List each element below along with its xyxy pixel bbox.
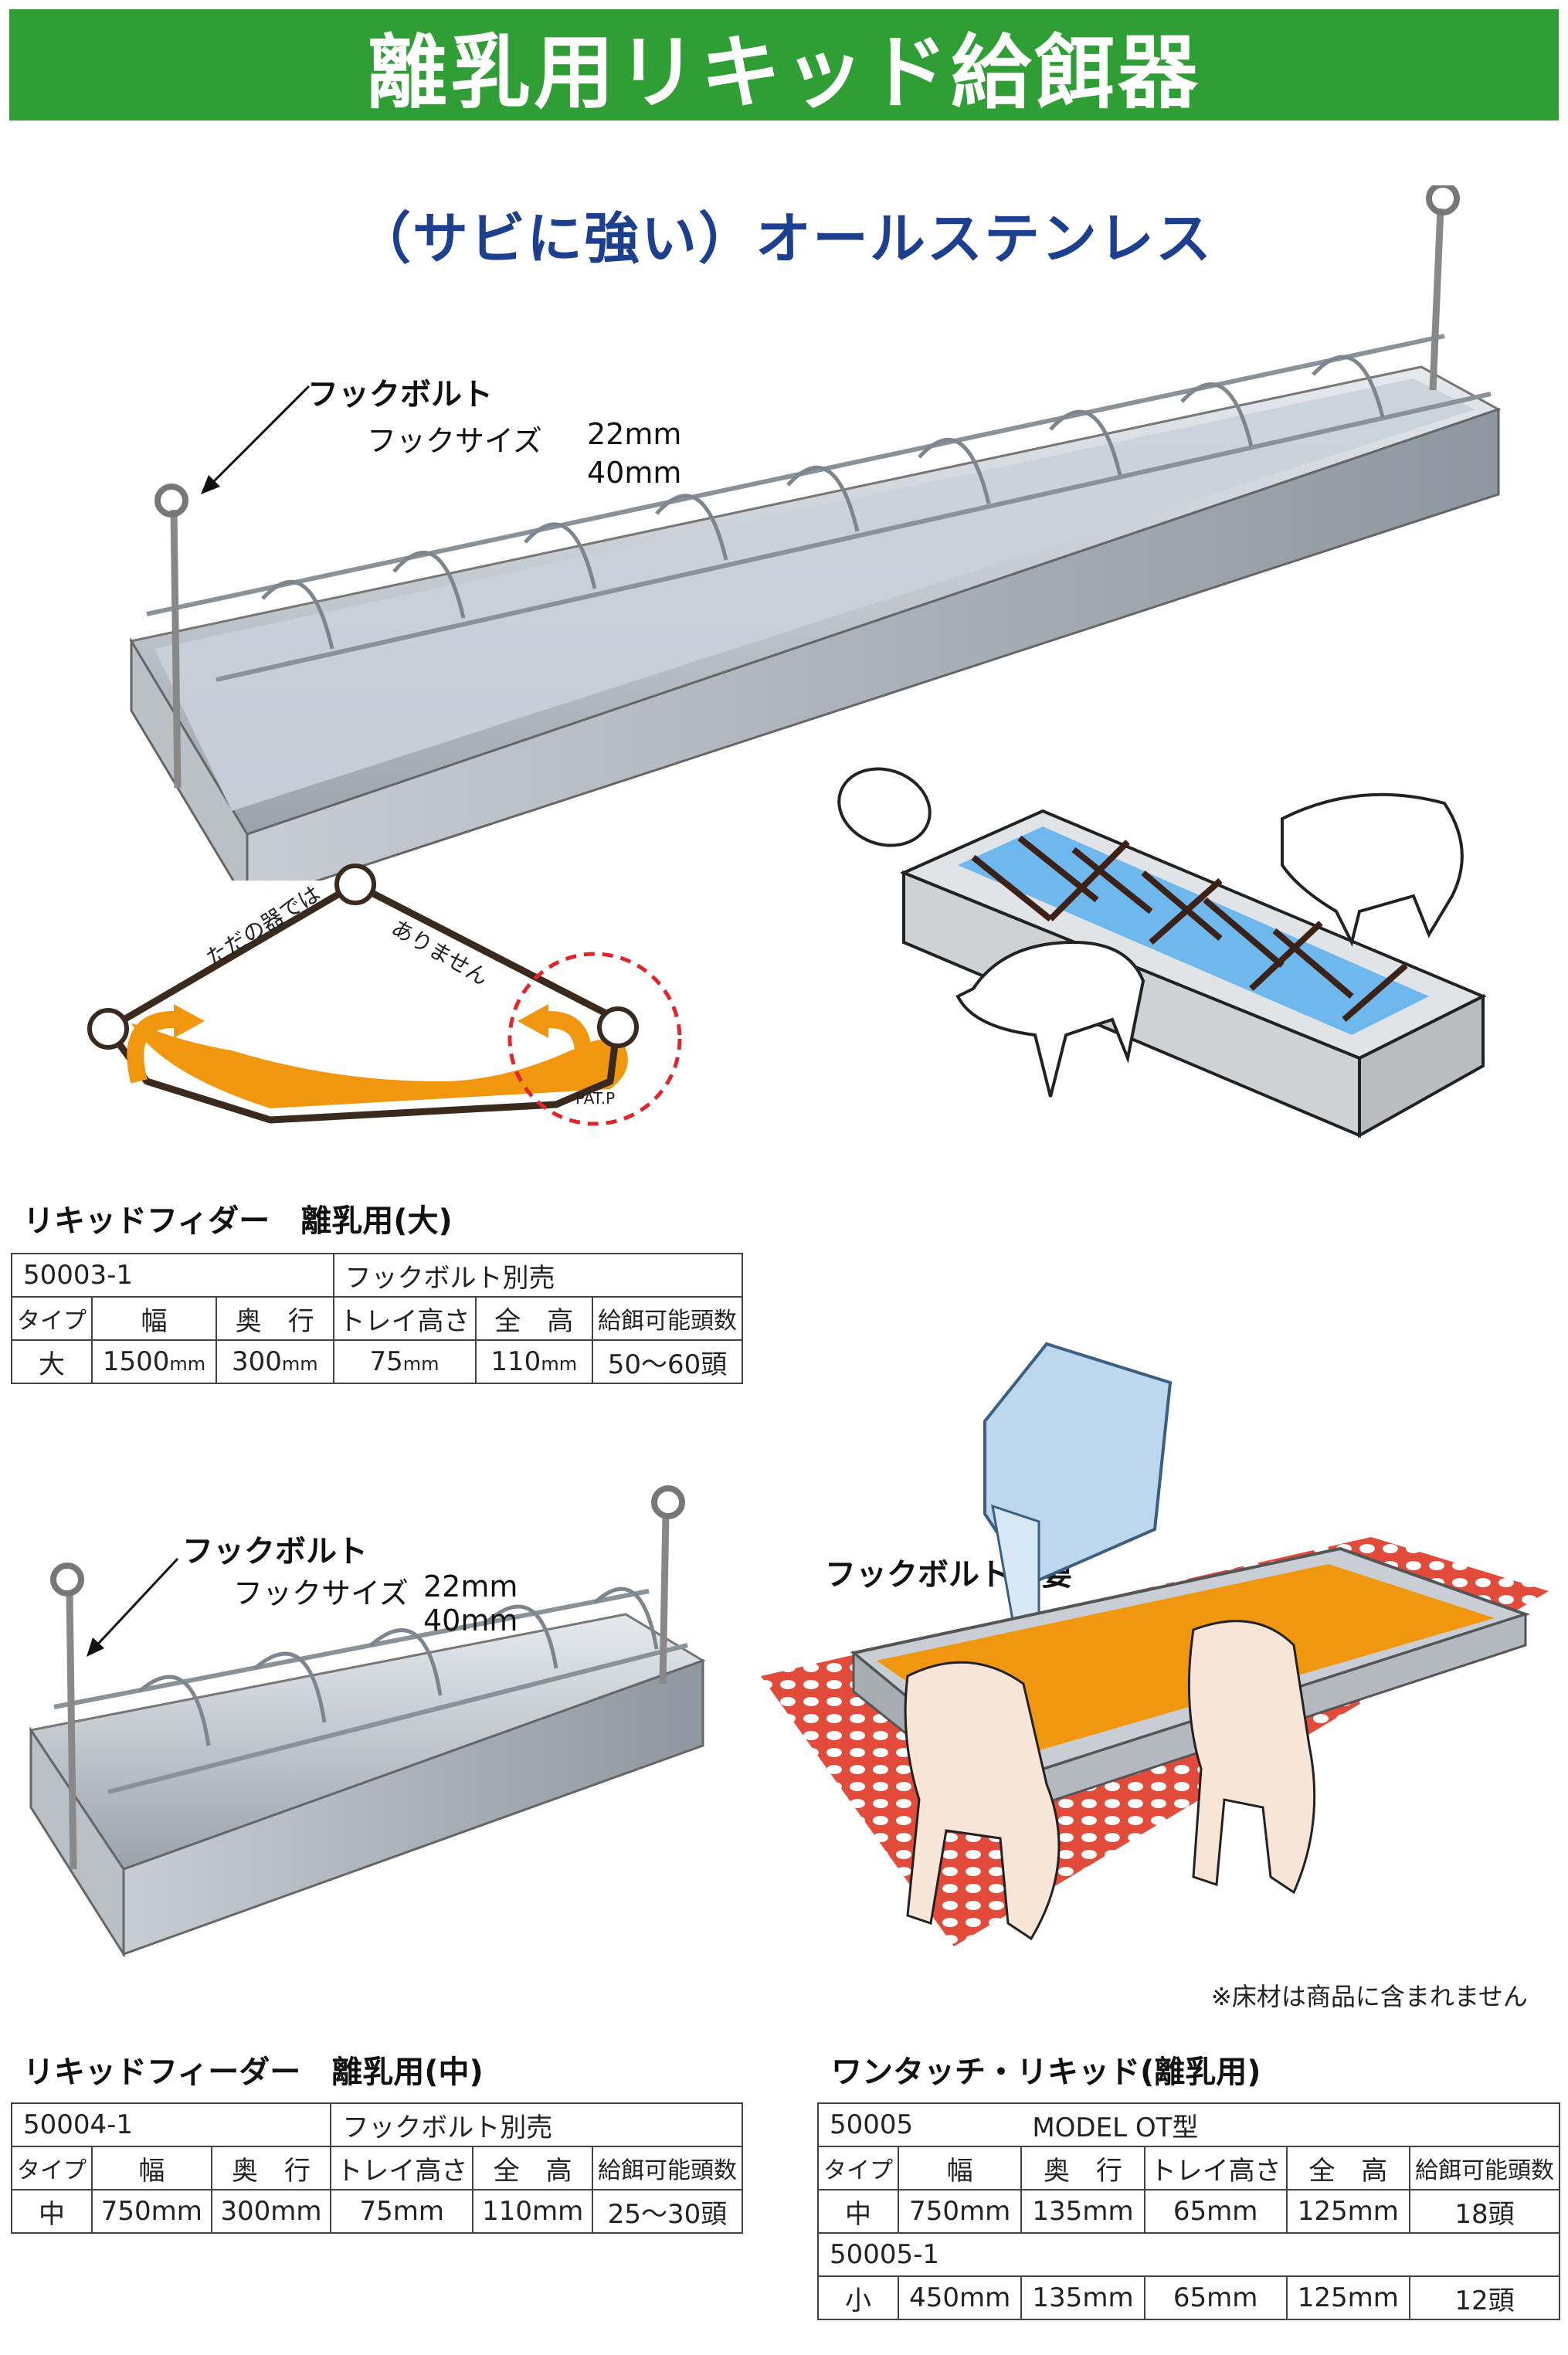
table-cell: 65mm (1143, 2189, 1288, 2234)
table-header: 全 高 (472, 2146, 593, 2190)
cross-section-diagram (87, 864, 682, 1126)
hook-size-label: フックサイズ (367, 424, 542, 458)
table-cell: 125mm (1285, 2189, 1410, 2234)
hook-bolt-arrow (201, 385, 311, 494)
table-row: 50005-1 (817, 2232, 1560, 2277)
table-cell: 75mm (330, 2189, 474, 2234)
table-header: 給餌可能頭数 (591, 1296, 744, 1341)
product-code: 50003-1 (11, 1253, 334, 1298)
onetouch-spec-table: 50005 MODEL OT型 タイプ 幅 奥 行 トレイ高さ 全 高 給餌可能… (816, 2102, 1561, 2320)
product-code-2: 50005-1 (817, 2232, 1560, 2277)
table-header: タイプ (11, 2146, 93, 2190)
table-cell: 中 (817, 2189, 899, 2234)
hook-size-b: 40mm (587, 456, 682, 490)
table-row: 中 750mm 135mm 65mm 125mm 18頭 (817, 2189, 1561, 2234)
table-header: 全 高 (1285, 2146, 1410, 2190)
product-code: 50005 (816, 2102, 1022, 2147)
table-row: 50003-1 フックボルト別売 (11, 1253, 744, 1298)
table-cell: 中 (11, 2189, 93, 2234)
table-cell: 18頭 (1408, 2189, 1561, 2234)
table-cell: 1500mm (90, 1339, 218, 1384)
medium-feeder-photo (29, 1485, 706, 1959)
table-header: 幅 (90, 1296, 218, 1341)
table-header: 奥 行 (216, 1296, 334, 1341)
table-cell: 125mm (1285, 2275, 1410, 2320)
table-row: 50005 MODEL OT型 (816, 2102, 1560, 2147)
table-cell: 25〜30頭 (591, 2189, 744, 2234)
onetouch-section-title: ワンタッチ・リキッド(離乳用) (831, 2055, 1261, 2090)
onetouch-feeder-photo (761, 1342, 1549, 1946)
table-cell: 750mm (91, 2189, 212, 2234)
table-cell: 300mm (216, 1339, 334, 1384)
hook-size-label-medium: フックサイズ (233, 1576, 409, 1610)
page-subtitle: （サビに強い）オールステンレス (355, 206, 1213, 271)
table-cell: 12頭 (1408, 2275, 1561, 2320)
medium-spec-table: 50004-1 フックボルト別売 タイプ 幅 奥 行 トレイ高さ 全 高 給餌可… (10, 2102, 744, 2234)
product-code: 50004-1 (10, 2102, 332, 2147)
hook-bolt-note: フックボルト別売 (332, 1253, 744, 1298)
table-row: 小 450mm 135mm 65mm 125mm 12頭 (817, 2275, 1561, 2320)
large-spec-table: 50003-1 フックボルト別売 タイプ 幅 奥 行 トレイ高さ 全 高 給餌可… (11, 1253, 744, 1384)
title-banner: 離乳用リキッド給餌器 (9, 9, 1559, 120)
table-cell: 135mm (1020, 2189, 1145, 2234)
table-cell: 小 (817, 2275, 899, 2320)
hook-size-b-medium: 40mm (423, 1603, 518, 1637)
hook-bolt-label-medium: フックボルト (182, 1534, 368, 1569)
hook-size-a: 22mm (587, 417, 682, 451)
table-header: 給餌可能頭数 (591, 2146, 744, 2190)
table-header: 幅 (91, 2146, 212, 2190)
table-header: トレイ高さ (332, 1296, 477, 1341)
table-cell: 65mm (1143, 2275, 1288, 2320)
table-header: トレイ高さ (330, 2146, 474, 2190)
large-feeder-photo (129, 185, 1502, 881)
table-cell: 135mm (1020, 2275, 1145, 2320)
table-header: タイプ (11, 1296, 93, 1341)
patent-pending: PAT.P (575, 1089, 616, 1108)
table-cell: 300mm (210, 2189, 332, 2234)
table-cell: 50〜60頭 (591, 1339, 744, 1384)
table-header: 奥 行 (210, 2146, 332, 2190)
table-row: 50004-1 フックボルト別売 (10, 2102, 743, 2147)
table-row: タイプ 幅 奥 行 トレイ高さ 全 高 給餌可能頭数 (11, 2146, 744, 2190)
table-header: 全 高 (474, 1296, 593, 1341)
page-title: 離乳用リキッド給餌器 (366, 25, 1201, 120)
table-cell: 110mm (474, 1339, 593, 1384)
table-row: タイプ 幅 奥 行 トレイ高さ 全 高 給餌可能頭数 (11, 1296, 744, 1341)
hook-bolt-label: フックボルト (307, 377, 493, 412)
model-name: MODEL OT型 (1021, 2102, 1560, 2147)
table-row: タイプ 幅 奥 行 トレイ高さ 全 高 給餌可能頭数 (817, 2146, 1561, 2190)
table-header: 給餌可能頭数 (1408, 2146, 1561, 2190)
table-header: タイプ (817, 2146, 899, 2190)
pigs-feeder-illustration (837, 767, 1487, 1138)
table-cell: 450mm (897, 2275, 1023, 2320)
hook-bolt-arrow-medium (87, 1557, 179, 1657)
table-header: トレイ高さ (1143, 2146, 1288, 2190)
table-cell: 75mm (332, 1339, 477, 1384)
table-cell: 110mm (472, 2189, 593, 2234)
table-cell: 750mm (897, 2189, 1023, 2234)
medium-section-title: リキッドフィーダー 離乳用(中) (23, 2055, 484, 2090)
large-section-title: リキッドフィダー 離乳用(大) (23, 1203, 453, 1239)
table-header: 幅 (897, 2146, 1023, 2190)
floor-note: ※床材は商品に含まれません (1211, 1982, 1528, 2011)
hook-size-a-medium: 22mm (423, 1569, 518, 1603)
table-row: 中 750mm 300mm 75mm 110mm 25〜30頭 (11, 2189, 744, 2234)
table-row: 大 1500mm 300mm 75mm 110mm 50〜60頭 (11, 1339, 744, 1384)
table-cell: 大 (11, 1339, 93, 1384)
table-header: 奥 行 (1020, 2146, 1145, 2190)
hook-bolt-note: フックボルト別売 (330, 2102, 743, 2147)
